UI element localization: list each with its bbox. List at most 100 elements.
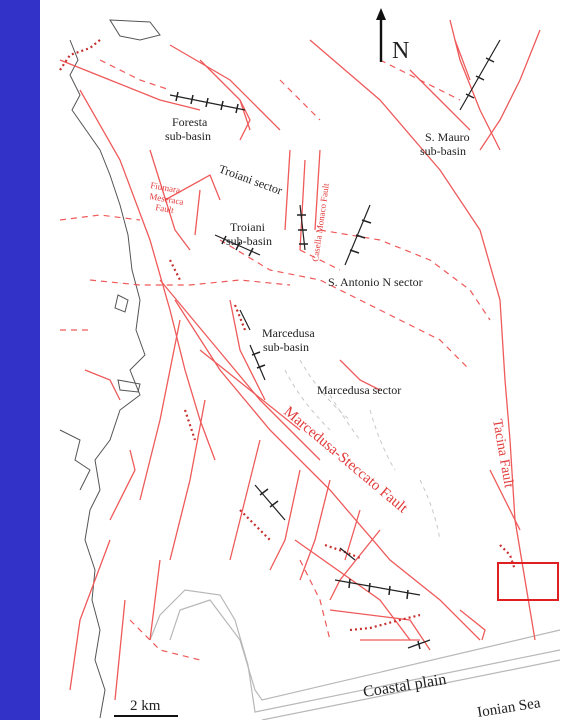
fault-name-labels: Fiumara Meseraca Fault Casella Monaco Fa…: [149, 180, 516, 517]
highlight-box: [497, 562, 559, 601]
inferred-fault: [219, 239, 471, 371]
fault-line: [489, 469, 521, 531]
fold-axis: [459, 39, 501, 111]
fault-label-fiumara-3: Fault: [155, 202, 175, 215]
hatch-mark: [169, 259, 181, 281]
fault-line: [294, 539, 411, 641]
fault-line: [109, 449, 136, 521]
scale-bar: 2 km: [114, 698, 178, 717]
inferred-fault: [99, 59, 171, 91]
label-marcedusa-sector: Marcedusa sector: [317, 383, 401, 397]
fault-line: [479, 29, 541, 151]
islet-contour: [114, 294, 129, 313]
hatch-mark: [183, 409, 197, 441]
label-marcedusa-basin-1: Marcedusa: [262, 326, 315, 340]
label-troiani-basin-1: Troiani: [230, 220, 266, 234]
label-marcedusa-basin-2: sub-basin: [263, 340, 309, 354]
fault-line: [149, 149, 191, 251]
fault-line: [69, 539, 111, 691]
north-arrow-head: [376, 8, 386, 20]
coastal-plain-outer-edge: [149, 589, 561, 713]
fault-line: [174, 299, 481, 641]
fold-tick: [349, 219, 372, 254]
inferred-fault: [279, 79, 321, 121]
inlet-contour: [59, 429, 91, 491]
label-troiani-sector: Troiani sector: [217, 162, 284, 198]
fault-line: [339, 359, 381, 391]
north-label: N: [392, 38, 409, 64]
fault-line: [159, 279, 321, 461]
label-ionian-sea: Ionian Sea: [476, 695, 542, 720]
hatch-mark: [499, 544, 517, 571]
fault-line: [229, 299, 266, 401]
inferred-fault: [299, 559, 331, 641]
fold-tick: [297, 214, 308, 245]
label-s-mauro-2: sub-basin: [420, 144, 466, 158]
fold-axis: [339, 547, 356, 561]
hatch-mark: [349, 613, 421, 632]
fault-line: [194, 189, 201, 236]
fault-label-casella: Casella Monaco Fault: [310, 182, 331, 262]
label-s-mauro-1: S. Mauro: [425, 130, 470, 144]
gray-arc-1: [284, 369, 331, 431]
fault-line: [229, 439, 261, 561]
hatch-mark: [59, 39, 101, 71]
fault-line: [59, 59, 201, 111]
lake-contour: [109, 19, 161, 41]
fold-tick: [465, 57, 495, 99]
gray-arc-3: [329, 394, 361, 441]
fault-line: [299, 159, 306, 251]
inferred-fault: [319, 229, 491, 321]
sea-edge: [261, 659, 561, 720]
inferred-fault: [59, 214, 141, 221]
fault-line: [139, 319, 181, 501]
label-troiani-basin-2: sub-basin: [226, 234, 272, 248]
fold-tick: [251, 351, 266, 369]
fault-line: [149, 559, 161, 641]
fault-line: [344, 509, 361, 561]
fault-line: [299, 479, 331, 581]
inferred-fault: [299, 249, 341, 271]
fault-line: [409, 69, 471, 131]
fault-line: [164, 174, 221, 201]
fault-line: [84, 369, 121, 401]
fault-line: [169, 44, 281, 131]
label-foresta-1: Foresta: [172, 115, 208, 129]
left-margin-bar: [0, 0, 40, 720]
fault-line: [239, 99, 251, 141]
inferred-fault: [129, 619, 201, 661]
fold-tick: [221, 235, 254, 257]
coastline: [59, 19, 161, 719]
scale-label: 2 km: [130, 698, 161, 714]
fault-line: [199, 59, 251, 131]
dashed-gray-arcs: [284, 359, 441, 541]
hatch-mark: [324, 543, 361, 560]
label-s-antonio: S. Antonio N sector: [328, 275, 423, 289]
fault-line: [114, 599, 126, 701]
fault-line: [314, 149, 321, 231]
hatch-mark: [239, 509, 271, 541]
fault-line: [459, 609, 486, 641]
fault-line: [329, 609, 431, 651]
gray-arc-4: [369, 409, 396, 471]
fold-tick: [417, 640, 421, 650]
fold-tick: [259, 488, 279, 508]
fault-line: [79, 89, 216, 461]
fold-tick: [348, 578, 409, 600]
fault-line: [269, 469, 301, 571]
inferred-fault: [379, 59, 461, 101]
area-labels: Foresta sub-basin S. Mauro sub-basin Tro…: [165, 115, 542, 720]
fold-tick: [175, 91, 239, 114]
north-arrow: N: [376, 8, 409, 64]
tacina-fault-line: [309, 39, 536, 641]
fold-axis: [214, 234, 261, 256]
fault-line: [329, 529, 381, 601]
label-foresta-2: sub-basin: [165, 129, 211, 143]
fault-line: [169, 399, 206, 561]
fault-line: [199, 349, 301, 431]
label-coastal-plain: Coastal plain: [362, 671, 448, 701]
coastal-plain-inner-edge: [169, 599, 561, 701]
inferred-fault: [89, 279, 291, 286]
